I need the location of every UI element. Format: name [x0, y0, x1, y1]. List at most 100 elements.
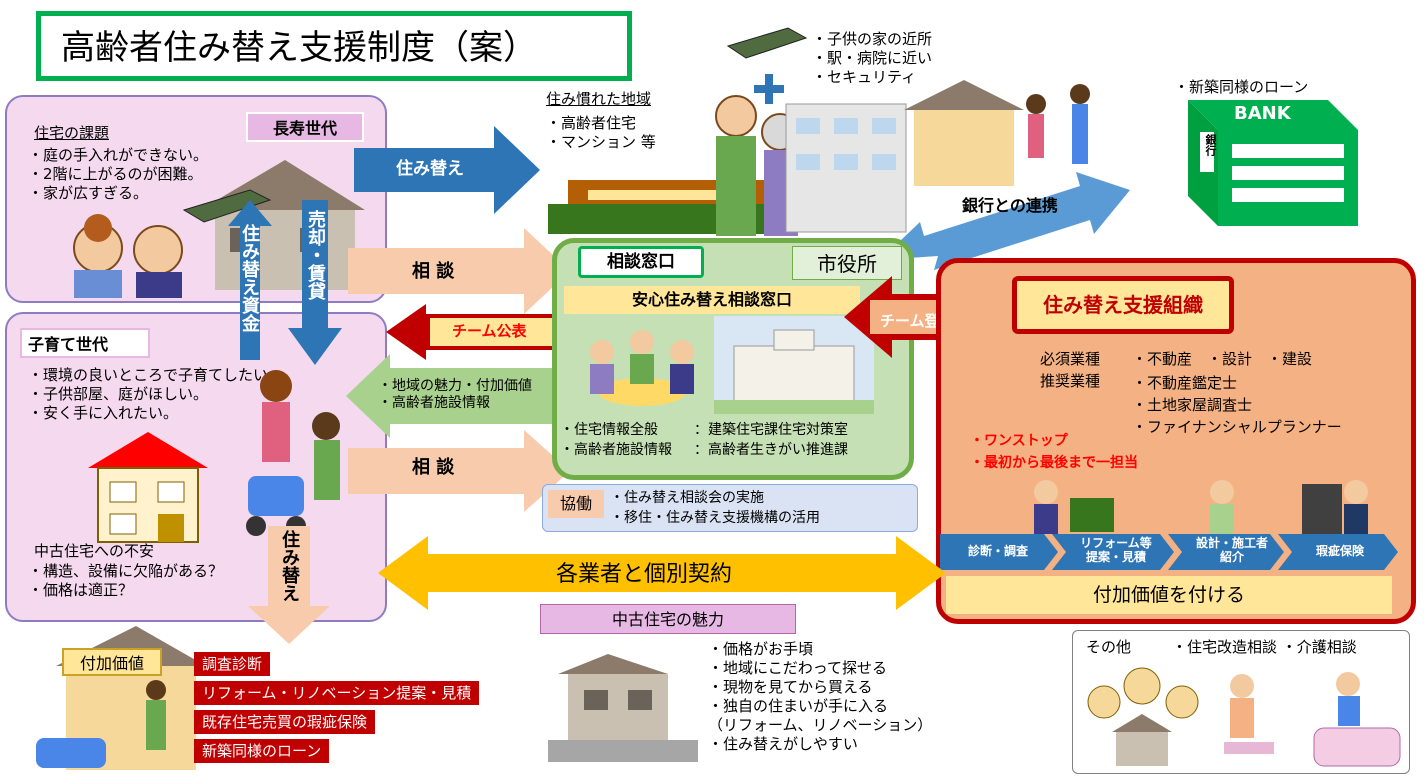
consult-arrow-1: [348, 228, 570, 314]
issues-list: ・庭の手入れができない。 ・2階に上がるのが困難。 ・家が広すぎる。: [28, 146, 208, 203]
bank-note: ・新築同様のローン: [1174, 78, 1309, 96]
new-house-illustration: [88, 432, 208, 543]
familiar-area-item: ・マンション 等: [546, 133, 656, 151]
added-value-item: 調査診断: [194, 652, 271, 676]
money-icon: [182, 189, 272, 223]
recommended-item: ・土地家屋調査士: [1132, 396, 1253, 414]
city-row-left: ・高齢者施設情報: [560, 442, 672, 458]
worry-item: ・価格は適正？: [28, 581, 134, 599]
org-highlights: ・ワンストップ ・最初から最後まで一担当: [970, 430, 1138, 474]
move-down-label: 住み替え: [279, 530, 300, 602]
others-label: その他: [1086, 638, 1132, 656]
city-office-label: 市役所: [792, 246, 902, 280]
city-rows: ・住宅情報全般：建築住宅課住宅対策室 ・高齢者施設情報 ：高齢者生きがい推進課: [560, 420, 848, 460]
added-value-label: 付加価値: [62, 648, 162, 676]
used-house-item: ・現物を見てから買える: [708, 678, 873, 696]
area-info-item: ・地域の魅力・付加価値: [378, 378, 532, 394]
child-home-item: ・子供の家の近所: [812, 30, 933, 48]
value-bar: 付加価値を付ける: [946, 576, 1392, 614]
child-home-item: ・セキュリティ: [812, 68, 917, 86]
worry-item: ・構造、設備に欠陥がある？: [28, 562, 224, 580]
plus-icon: [754, 74, 784, 104]
sell-arrow-label: 売却・賃貸: [305, 210, 326, 300]
area-info-list: ・地域の魅力・付加価値 ・高齢者施設情報: [378, 378, 532, 412]
professionals-illustration: [1034, 480, 1368, 534]
move-down-arrow: [248, 526, 330, 644]
money-icon-2: [726, 27, 808, 59]
family-needs: ・環境の良いところで子育てしたい。 ・子供部屋、庭がほしい。 ・安く手に入れたい…: [28, 366, 283, 423]
area-info-item: ・高齢者施設情報: [378, 395, 490, 411]
collab-panel: [542, 484, 918, 532]
step-defect-insurance: 瑕疵保険: [1315, 544, 1364, 558]
used-house-item: ・住み替えがしやすい: [708, 735, 858, 753]
familiar-area-item: ・高齢者住宅: [546, 114, 637, 132]
bank-illustration: [1188, 100, 1358, 226]
collab-item: ・移住・住み替え支援機構の活用: [610, 510, 820, 526]
issue-item: ・2階に上がるのが困難。: [28, 165, 203, 183]
others-items: ・住宅改造相談 ・介護相談: [1172, 638, 1357, 656]
city-row-left: ・住宅情報全般: [560, 422, 658, 438]
move-arrow-label: 住み替え: [396, 159, 464, 179]
family-illustration: [246, 370, 340, 536]
title-box: 高齢者住み替え支援制度（案）: [36, 11, 632, 81]
worry-title: 中古住宅への不安: [34, 542, 155, 560]
familiar-area-title: 住み慣れた地域: [546, 90, 652, 108]
apartment-illustration: [785, 103, 907, 233]
consultation-meeting-illustration: [590, 330, 694, 406]
funds-arrow-label: 住み替え資金: [239, 224, 260, 332]
city-row: ・住宅情報全般：建築住宅課住宅対策室: [560, 420, 848, 440]
used-house-title: 中古住宅の魅力: [540, 604, 796, 634]
sell-arrow: [288, 200, 342, 365]
issues-title: 住宅の課題: [34, 124, 110, 142]
team-register-label: チーム登録: [880, 312, 955, 330]
move-arrow: [354, 126, 540, 214]
city-row-right: ：高齢者生きがい推進課: [694, 442, 848, 458]
need-item: ・環境の良いところで子育てしたい。: [28, 366, 284, 384]
city-row: ・高齢者施設情報 ：高齢者生きがい推進課: [560, 440, 848, 460]
used-house-illustration: [548, 654, 698, 762]
city-hall-illustration: [714, 316, 874, 414]
elderly-couple-illustration: [73, 214, 183, 298]
required-label: 必須業種: [1040, 350, 1101, 368]
elderly-label: 長寿世代: [246, 112, 364, 142]
center-title: 安心住み替え相談窓口: [564, 286, 860, 314]
process-steps-bar: [940, 534, 1398, 570]
used-house-item: ・価格がお手頃: [708, 640, 814, 658]
required-items: ・不動産 ・設計 ・建設: [1132, 350, 1313, 368]
funds-arrow: [228, 200, 272, 360]
consult-arrow-2-label: 相 談: [412, 457, 455, 478]
bank-sign: BANK: [1234, 103, 1291, 124]
consult-arrow-2: [348, 430, 570, 512]
support-org-title: 住み替え支援組織: [1012, 276, 1234, 334]
familiar-area-list: ・高齢者住宅 ・マンション 等: [546, 114, 656, 152]
used-house-item: （リフォーム、リノベーション）: [708, 716, 933, 734]
issue-item: ・庭の手入れができない。: [28, 146, 209, 164]
team-publish-label: チーム公表: [452, 322, 527, 340]
individual-contract-arrow: [378, 536, 946, 610]
collab-label: 協働: [548, 490, 604, 518]
area-info-arrow: [346, 354, 562, 438]
bank-link-arrow: [880, 172, 1130, 270]
org-highlight: ・最初から最後まで一担当: [970, 455, 1138, 471]
step-designer-intro: 設計・施工者 紹介: [1195, 536, 1268, 564]
step-reform-proposal: リフォーム等 提案・見積: [1080, 536, 1152, 564]
recommended-item: ・不動産鑑定士: [1132, 374, 1238, 392]
issue-item: ・家が広すぎる。: [28, 184, 149, 202]
recommended-items: ・不動産鑑定士 ・土地家屋調査士 ・ファイナンシャルプランナー: [1132, 372, 1342, 438]
individual-contract-label: 各業者と個別契約: [556, 562, 733, 587]
team-publish-arrow: [386, 304, 556, 360]
bank-side-label: 銀行: [1204, 134, 1217, 156]
added-value-item: 既存住宅売買の瑕疵保険: [194, 710, 376, 734]
consult-window-label: 相談窓口: [578, 246, 704, 278]
bank-link-label: 銀行との連携: [962, 196, 1058, 215]
need-item: ・安く手に入れたい。: [28, 404, 179, 422]
child-family-illustration: [904, 80, 1090, 186]
others-illustration: [1087, 667, 1401, 767]
used-house-item: ・地域にこだわって探せる: [708, 659, 887, 677]
page-title: 高齢者住み替え支援制度（案）: [61, 28, 537, 68]
collab-item: ・住み替え相談会の実施: [610, 490, 764, 506]
collab-list: ・住み替え相談会の実施 ・移住・住み替え支援機構の活用: [610, 488, 820, 528]
family-label: 子育て世代: [20, 328, 150, 358]
recommended-item: ・ファイナンシャルプランナー: [1132, 418, 1342, 436]
child-home-list: ・子供の家の近所 ・駅・病院に近い ・セキュリティ: [812, 30, 932, 87]
